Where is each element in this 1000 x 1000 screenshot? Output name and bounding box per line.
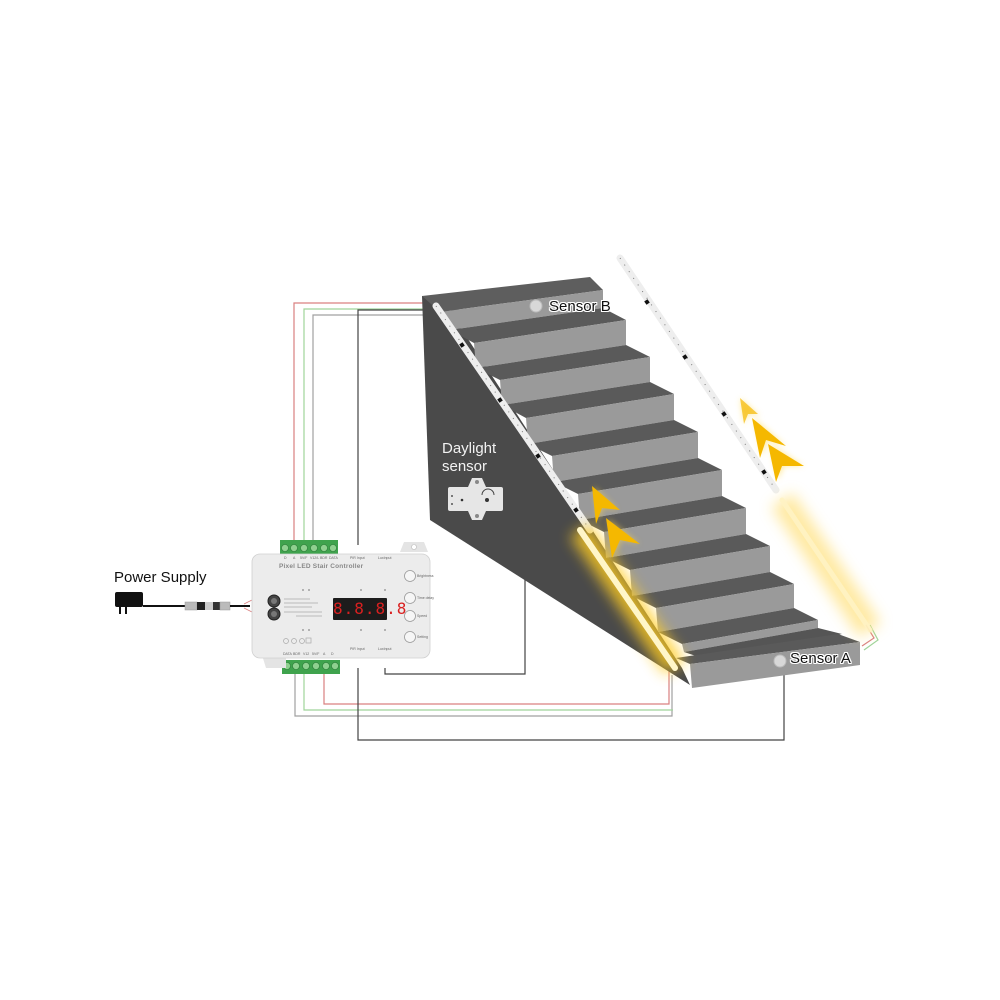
brightness-button [404, 570, 416, 582]
top-terminal-label: 5V/F [300, 556, 308, 560]
lux-input-top-label: LuxInput [378, 556, 392, 560]
wire-red-bottom [323, 670, 670, 705]
sensor-a-label: Sensor A [790, 650, 851, 667]
led-strip-right [616, 254, 881, 638]
daylight-label-line1: Daylight [442, 440, 497, 457]
arrow-up-icon [592, 486, 620, 524]
sensor-a-icon [773, 654, 787, 668]
top-terminal-label: V12/L [310, 556, 320, 560]
controller-title: Pixel LED Stair Controller [279, 563, 364, 570]
top-terminal-label: D [284, 556, 287, 560]
lux-input-bottom-label: LuxInput [378, 647, 392, 651]
wire-green-bottom [303, 672, 673, 711]
daylight-sensor-device [448, 478, 503, 520]
bottom-terminal-label: 5V/F [312, 652, 320, 656]
controller-display: 8.8.8.8 [333, 598, 408, 620]
top-terminal-label: DATA [329, 556, 338, 560]
setting-button [404, 631, 416, 643]
top-terminal-label: A [293, 556, 296, 560]
direction-arrows [592, 398, 804, 558]
wire-green-top [303, 308, 440, 545]
steps [450, 308, 860, 688]
sensor-b-label: Sensor B [549, 298, 611, 315]
speed-button [404, 610, 416, 622]
brightness-label: Brightness [417, 574, 434, 578]
wire-sensor-a [357, 665, 785, 741]
speed-label: Speed [417, 614, 428, 618]
daylight-sensor-label: Daylight sensor [442, 440, 512, 476]
wire-red-top [293, 302, 440, 545]
top-terminal-label: BDR [320, 556, 328, 560]
time-delay-label: Time delay [417, 596, 434, 600]
power-supply-label: Power Supply [114, 569, 207, 586]
wires [293, 302, 879, 741]
daylight-label-line2: sensor [442, 458, 488, 475]
bottom-terminal-label: A [323, 652, 326, 656]
sensor-b-icon [529, 299, 543, 313]
bottom-terminal-label: V12 [303, 652, 310, 656]
power-adapter-icon [115, 592, 253, 614]
setting-label: Setting [417, 635, 428, 639]
arrow-up-icon [606, 518, 640, 558]
arrow-up-icon [768, 444, 804, 482]
pir-input-bottom-label: PIR Input [350, 647, 365, 651]
time-delay-button [404, 592, 416, 604]
arrow-up-icon [740, 398, 758, 424]
pir-input-top-label: PIR Input [350, 556, 365, 560]
wire-gray-bottom [294, 672, 673, 717]
bottom-terminal-label: D [331, 652, 334, 656]
arrow-up-icon [752, 418, 786, 458]
bottom-terminal-label: BDR [293, 652, 301, 656]
led-strip-left [432, 302, 685, 675]
wire-gray-top [312, 314, 440, 545]
bottom-terminal-label: DATA [283, 652, 292, 656]
